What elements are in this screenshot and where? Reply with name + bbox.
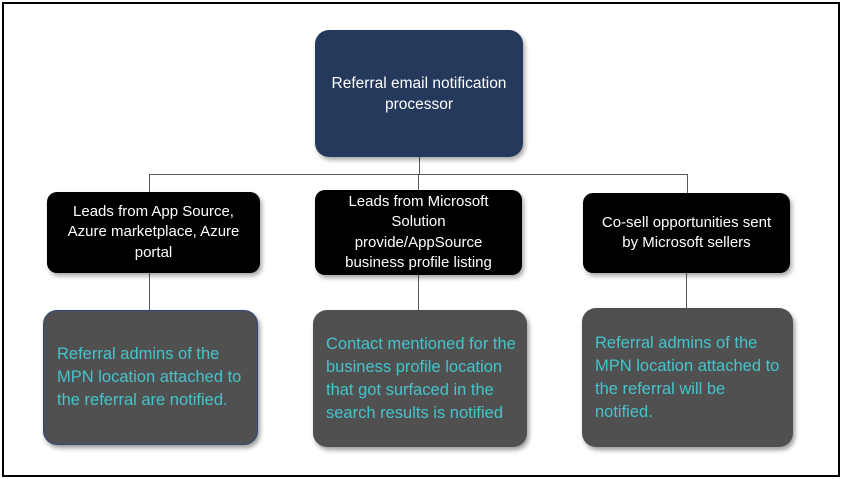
source-node-cosell-opportunities: Co-sell opportunities sent by Microsoft … [583,193,790,273]
source-node-app-source-leads: Leads from App Source, Azure marketplace… [47,192,260,273]
connector-drop-left [149,174,150,192]
connector-source-outcome-right [686,273,687,308]
connector-drop-middle [418,174,419,190]
root-node-referral-email-processor: Referral email notification processor [315,30,523,157]
connector-source-outcome-middle [418,275,419,310]
connector-drop-right [687,174,688,193]
connector-source-outcome-left [149,273,150,310]
outcome-node-business-profile-contact-notified: Contact mentioned for the business profi… [313,310,527,447]
source-node-solution-provider-leads: Leads from Microsoft Solution provide/Ap… [315,190,522,275]
outcome-node-referral-admins-will-be-notified: Referral admins of the MPN location atta… [582,308,793,447]
outcome-node-referral-admins-notified: Referral admins of the MPN location atta… [43,310,258,445]
connector-root-stub [419,157,420,174]
